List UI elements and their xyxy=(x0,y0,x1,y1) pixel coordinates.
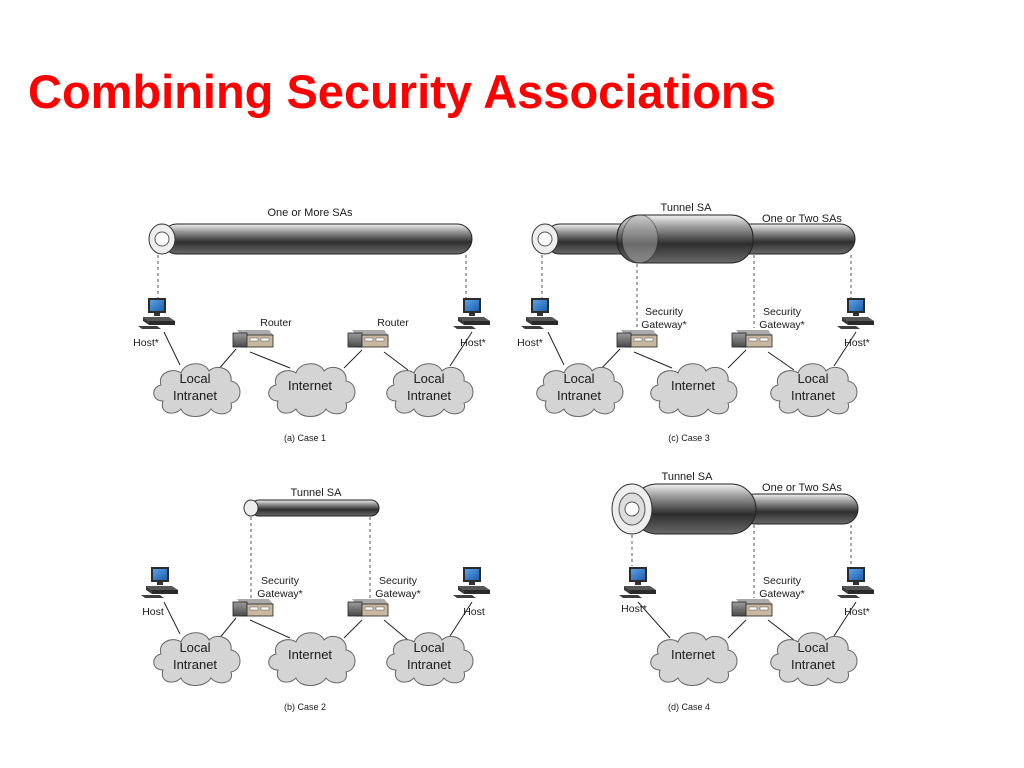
tunnel-pipe-icon xyxy=(611,483,859,535)
cloud-label: Local xyxy=(413,371,444,386)
panel-case-2: Tunnel SA Host Host Security Gateway* Se… xyxy=(141,487,490,712)
tunnel-pipe-icon xyxy=(531,214,856,264)
cloud-label: Internet xyxy=(288,378,332,393)
gateway-icon xyxy=(731,329,773,348)
host-label: Host* xyxy=(460,337,486,349)
gateway-label: Gateway* xyxy=(375,588,421,600)
computer-icon xyxy=(453,298,490,329)
host-label: Host* xyxy=(517,337,543,349)
panel-case-3: Tunnel SA One or Two SAs Host* Host* Sec… xyxy=(517,202,874,443)
computer-icon xyxy=(141,567,178,598)
cloud-label: Internet xyxy=(671,378,715,393)
outer-sa-label: One or Two SAs xyxy=(762,482,842,494)
cloud-label: Local xyxy=(563,371,594,386)
computer-icon xyxy=(837,567,874,598)
host-label: Host* xyxy=(133,337,159,349)
gateway-label: Gateway* xyxy=(257,588,303,600)
computer-icon xyxy=(453,567,490,598)
gateway-icon xyxy=(347,598,389,617)
slide-title: Combining Security Associations xyxy=(28,65,776,118)
cloud-label: Internet xyxy=(288,647,332,662)
panel-caption: (a) Case 1 xyxy=(284,433,326,443)
computer-icon xyxy=(521,298,558,329)
cloud-label: Intranet xyxy=(407,388,451,403)
outer-sa-label: One or Two SAs xyxy=(762,213,842,225)
router-icon xyxy=(347,329,389,348)
panel-case-1: One or More SAs Host* Host* Router Route… xyxy=(133,207,490,443)
host-label: Host xyxy=(142,606,164,618)
cloud-label: Local xyxy=(179,371,210,386)
gateway-icon xyxy=(232,598,274,617)
gateway-label: Gateway* xyxy=(759,588,805,600)
gateway-label: Security xyxy=(763,575,802,587)
panel-caption: (c) Case 3 xyxy=(668,433,710,443)
panel-caption: (b) Case 2 xyxy=(284,702,326,712)
cloud-label: Local xyxy=(797,640,828,655)
cloud-label: Intranet xyxy=(173,388,217,403)
cloud-label: Local xyxy=(179,640,210,655)
tunnel-label: Tunnel SA xyxy=(661,202,713,214)
computer-icon xyxy=(619,567,656,598)
tunnel-label: Tunnel SA xyxy=(291,487,343,499)
cloud-label: Internet xyxy=(671,647,715,662)
tunnel-label: One or More SAs xyxy=(268,207,353,219)
cloud-label: Intranet xyxy=(791,388,835,403)
gateway-label: Security xyxy=(261,575,300,587)
cloud-label: Intranet xyxy=(407,657,451,672)
gateway-label: Security xyxy=(379,575,418,587)
router-icon xyxy=(232,329,274,348)
computer-icon xyxy=(837,298,874,329)
gateway-icon xyxy=(731,598,773,617)
cloud-label: Intranet xyxy=(791,657,835,672)
panel-caption: (d) Case 4 xyxy=(668,702,710,712)
host-label: Host* xyxy=(621,603,647,615)
tunnel-label: Tunnel SA xyxy=(662,471,714,483)
gateway-label: Security xyxy=(645,306,684,318)
tunnel-pipe-icon xyxy=(148,223,473,255)
cloud-label: Local xyxy=(413,640,444,655)
cloud-label: Intranet xyxy=(557,388,601,403)
tunnel-pipe-icon xyxy=(243,499,380,517)
host-label: Host* xyxy=(844,337,870,349)
router-label: Router xyxy=(377,317,409,329)
host-label: Host xyxy=(463,606,485,618)
computer-icon xyxy=(138,298,175,329)
gateway-label: Gateway* xyxy=(641,319,687,331)
panel-case-4: Tunnel SA One or Two SAs Host* Host* Sec… xyxy=(611,471,874,712)
host-label: Host* xyxy=(844,606,870,618)
cloud-label: Intranet xyxy=(173,657,217,672)
gateway-label: Security xyxy=(763,306,802,318)
cloud-label: Local xyxy=(797,371,828,386)
gateway-label: Gateway* xyxy=(759,319,805,331)
gateway-icon xyxy=(616,329,658,348)
router-label: Router xyxy=(260,317,292,329)
